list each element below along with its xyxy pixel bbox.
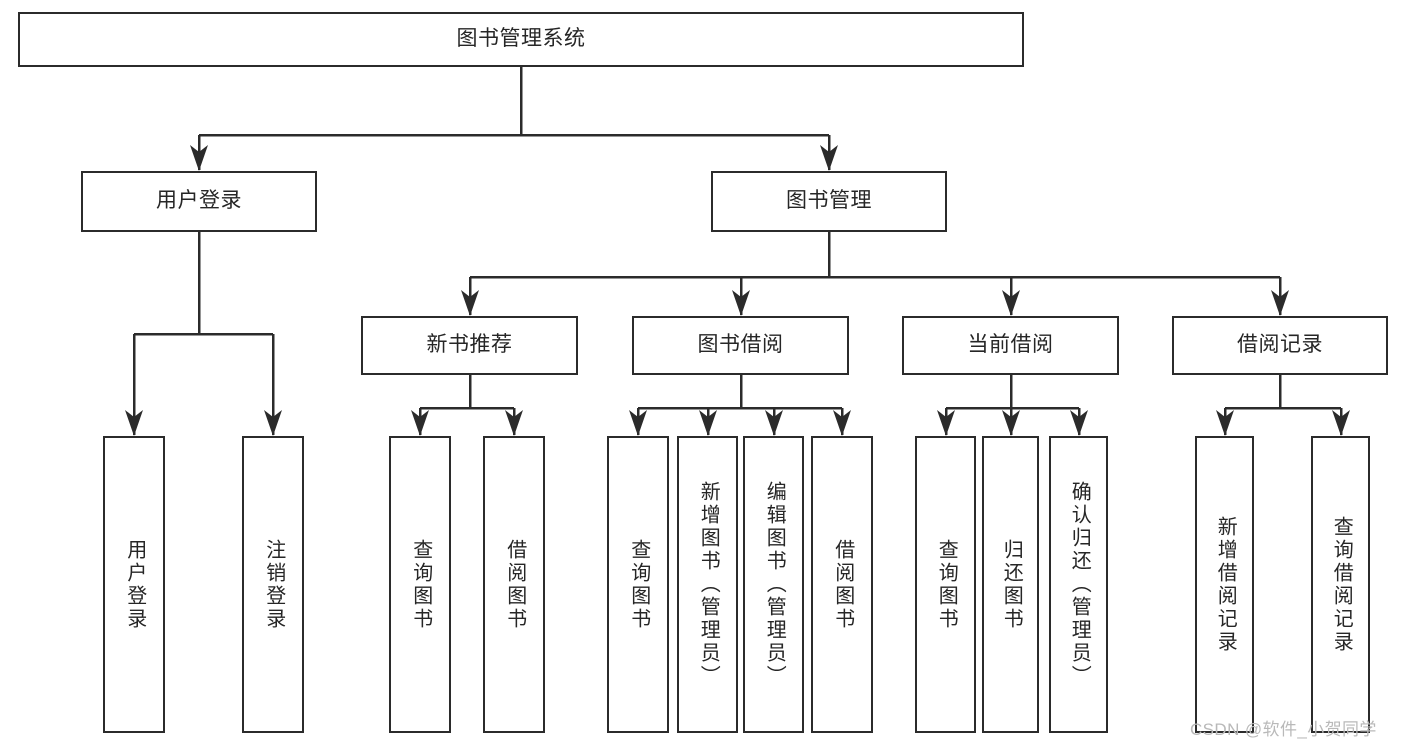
- arrowhead-icon: [461, 290, 479, 316]
- arrowhead-icon: [699, 410, 717, 436]
- node-bookmgmt[interactable]: 图书管理: [711, 171, 947, 232]
- arrowhead-icon: [1332, 410, 1350, 436]
- node-label-leaf-cur-confirm: 确认归还（管理员）: [1068, 481, 1091, 688]
- node-leaf-user-logout[interactable]: 注销登录: [242, 436, 304, 733]
- node-label-leaf-borrow-add: 新增图书（管理员）: [697, 481, 720, 688]
- node-records[interactable]: 借阅记录: [1172, 316, 1388, 375]
- node-login[interactable]: 用户登录: [81, 171, 317, 232]
- node-newbooks[interactable]: 新书推荐: [361, 316, 578, 375]
- arrowhead-icon: [629, 410, 647, 436]
- arrowhead-icon: [765, 410, 783, 436]
- arrowhead-icon: [411, 410, 429, 436]
- node-label-bookmgmt: 图书管理: [786, 189, 872, 213]
- node-label-login: 用户登录: [156, 189, 242, 213]
- node-label-leaf-new-query: 查询图书: [409, 538, 432, 631]
- node-leaf-rec-query[interactable]: 查询借阅记录: [1311, 436, 1370, 733]
- node-label-newbooks: 新书推荐: [426, 333, 513, 357]
- arrowhead-icon: [1216, 410, 1234, 436]
- node-label-leaf-cur-query: 查询图书: [935, 538, 958, 631]
- node-root[interactable]: 图书管理系统: [18, 12, 1024, 67]
- node-label-records: 借阅记录: [1237, 333, 1323, 357]
- arrowhead-icon: [125, 410, 143, 436]
- arrowhead-icon: [505, 410, 523, 436]
- arrowhead-icon: [1002, 290, 1020, 316]
- node-borrow[interactable]: 图书借阅: [632, 316, 849, 375]
- node-label-current: 当前借阅: [967, 333, 1054, 357]
- node-label-leaf-cur-return: 归还图书: [1000, 538, 1023, 631]
- node-leaf-borrow-edit[interactable]: 编辑图书（管理员）: [743, 436, 804, 733]
- arrowhead-icon: [1070, 410, 1088, 436]
- node-leaf-cur-confirm[interactable]: 确认归还（管理员）: [1049, 436, 1108, 733]
- arrowhead-icon: [833, 410, 851, 436]
- watermark-label: CSDN @软件_小贺同学: [1190, 720, 1377, 739]
- arrowhead-icon: [190, 145, 208, 171]
- arrowhead-icon: [732, 290, 750, 316]
- node-leaf-cur-return[interactable]: 归还图书: [982, 436, 1039, 733]
- node-label-leaf-user-login: 用户登录: [123, 538, 146, 631]
- node-leaf-borrow-lend[interactable]: 借阅图书: [811, 436, 873, 733]
- arrowhead-icon: [937, 410, 955, 436]
- node-leaf-borrow-query[interactable]: 查询图书: [607, 436, 669, 733]
- node-label-leaf-rec-query: 查询借阅记录: [1330, 515, 1353, 654]
- node-leaf-cur-query[interactable]: 查询图书: [915, 436, 976, 733]
- node-label-leaf-borrow-edit: 编辑图书（管理员）: [763, 481, 786, 688]
- node-label-root: 图书管理系统: [456, 27, 586, 51]
- node-label-leaf-rec-add: 新增借阅记录: [1214, 515, 1237, 654]
- node-leaf-new-borrow[interactable]: 借阅图书: [483, 436, 545, 733]
- arrowhead-icon: [1271, 290, 1289, 316]
- node-leaf-new-query[interactable]: 查询图书: [389, 436, 451, 733]
- arrowhead-icon: [820, 145, 838, 171]
- node-leaf-borrow-add[interactable]: 新增图书（管理员）: [677, 436, 738, 733]
- node-label-leaf-user-logout: 注销登录: [262, 538, 285, 631]
- node-label-leaf-new-borrow: 借阅图书: [503, 538, 526, 631]
- node-label-leaf-borrow-query: 查询图书: [627, 538, 650, 631]
- node-current[interactable]: 当前借阅: [902, 316, 1119, 375]
- arrowhead-icon: [264, 410, 282, 436]
- arrowhead-icon: [1002, 410, 1020, 436]
- node-label-leaf-borrow-lend: 借阅图书: [831, 538, 854, 631]
- node-leaf-rec-add[interactable]: 新增借阅记录: [1195, 436, 1254, 733]
- node-label-borrow: 图书借阅: [697, 333, 784, 357]
- node-leaf-user-login[interactable]: 用户登录: [103, 436, 165, 733]
